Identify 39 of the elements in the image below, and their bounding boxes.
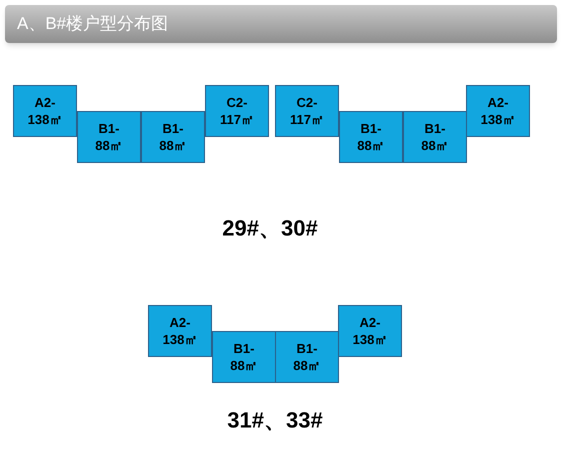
unit-area: 117㎡ [290,111,324,128]
unit-area: 138㎡ [352,331,388,348]
unit-area: 138㎡ [162,331,198,348]
unit-type: A2- [488,94,508,111]
unit-box [466,85,530,137]
unit-area: 117㎡ [220,111,254,128]
unit-type: B1- [360,120,382,137]
building-numbers: 31#、33# [227,406,323,434]
unit-type: B1- [424,120,446,137]
unit-type: A2- [360,314,380,331]
unit-type: C2- [226,94,248,111]
unit-box [403,111,467,163]
unit-area: 88㎡ [293,357,321,374]
unit-box [338,305,402,357]
title: A、B#楼户型分布图 [17,13,168,36]
unit-area: 88㎡ [421,137,449,154]
unit-box [212,331,276,383]
unit-type: B1- [234,340,254,357]
unit-box [275,331,339,383]
unit-box [141,111,205,163]
unit-area: 88㎡ [95,137,123,154]
unit-type: A2- [34,94,56,111]
unit-box [339,111,403,163]
unit-area: 138㎡ [480,111,516,128]
unit-area: 88㎡ [357,137,385,154]
unit-type: A2- [170,314,190,331]
building-numbers: 29#、30# [222,214,318,242]
unit-box [77,111,141,163]
unit-type: B1- [296,340,318,357]
unit-area: 138㎡ [28,111,62,128]
unit-box [205,85,269,137]
unit-type: B1- [98,120,120,137]
unit-box [13,85,77,137]
unit-box [275,85,339,137]
unit-area: 88㎡ [230,357,258,374]
unit-type: B1- [162,120,184,137]
unit-area: 88㎡ [159,137,187,154]
unit-box [148,305,212,357]
unit-type: C2- [296,94,318,111]
